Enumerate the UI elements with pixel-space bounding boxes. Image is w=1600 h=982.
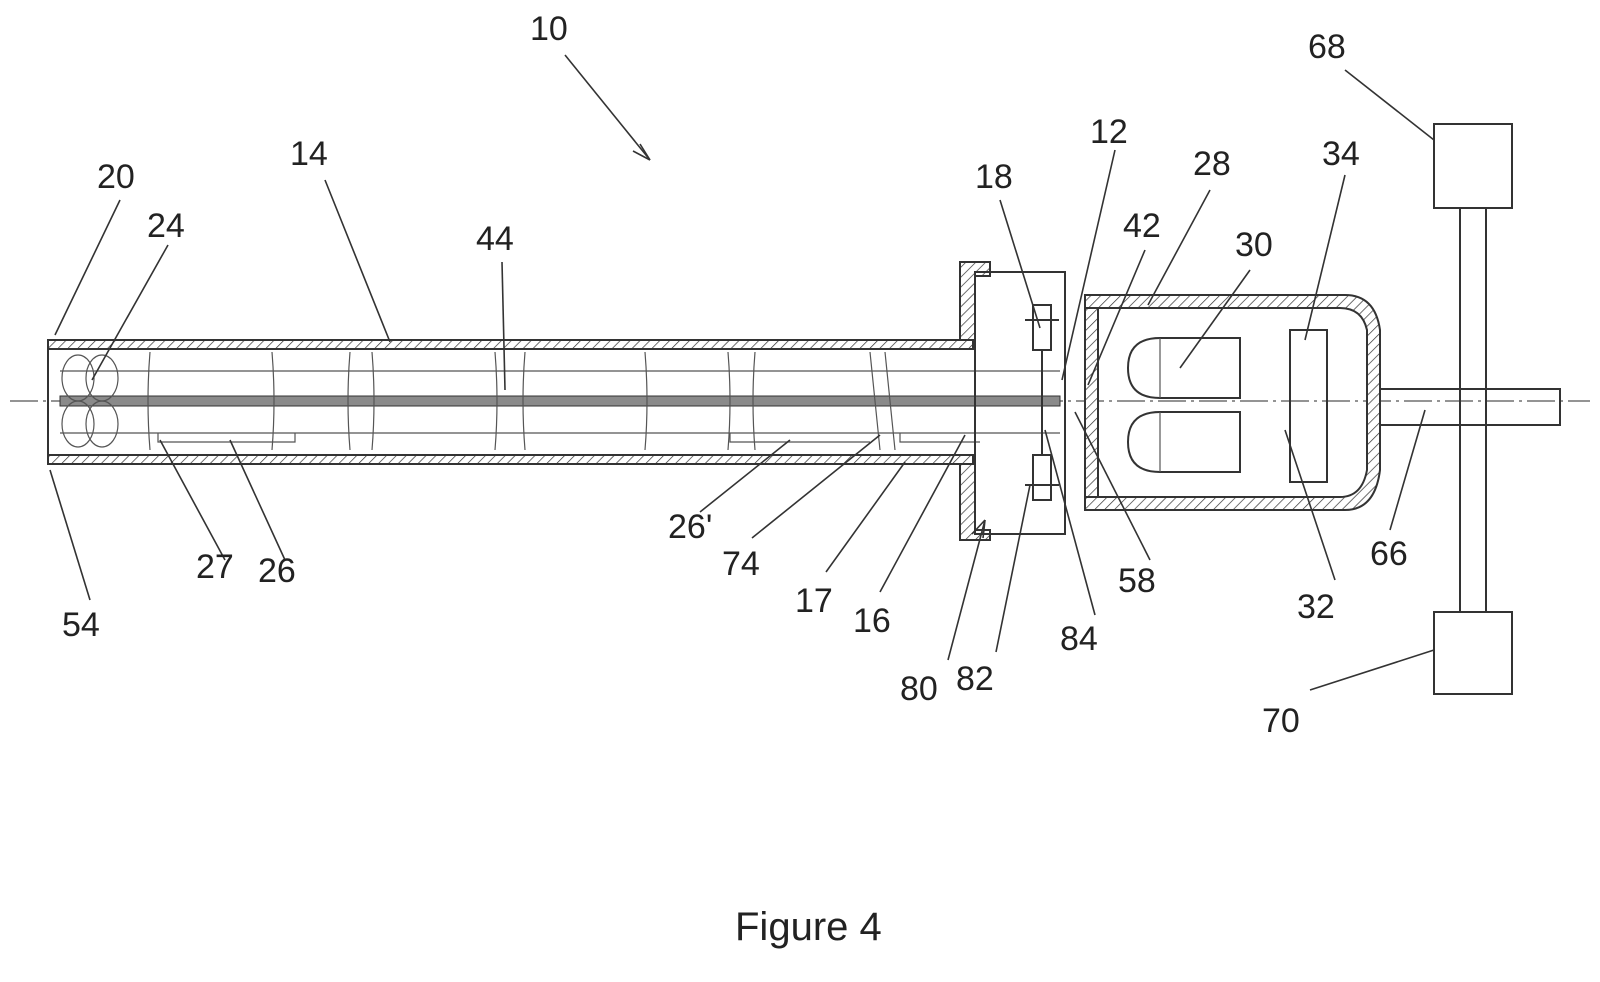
label-27: 27 [196,548,234,586]
piston [1289,329,1328,483]
label-70: 70 [1262,702,1300,740]
drive-rod [1379,388,1561,426]
label-28: 28 [1193,145,1231,183]
label-42: 42 [1123,207,1161,245]
label-12: 12 [1090,113,1128,151]
label-44: 44 [476,220,514,258]
label-58: 58 [1118,562,1156,600]
label-14: 14 [290,135,328,173]
label-18: 18 [975,158,1013,196]
mixing-segments [147,351,980,451]
label-54: 54 [62,606,100,644]
housing [1084,294,1381,511]
label-26: 26 [258,552,296,590]
label-26-prime: 26' [668,508,712,546]
reference-numerals: 10 68 12 34 28 14 18 20 42 30 24 44 26' … [62,10,1408,740]
figure-caption: Figure 4 [735,905,882,949]
cartridges [1126,337,1241,473]
label-74: 74 [722,545,760,583]
label-84: 84 [1060,620,1098,658]
label-32: 32 [1297,588,1335,626]
label-68: 68 [1308,28,1346,66]
label-24: 24 [147,207,185,245]
handle-bar [1433,123,1513,695]
label-10: 10 [530,10,568,48]
label-16: 16 [853,602,891,640]
label-17: 17 [795,582,833,620]
label-66: 66 [1370,535,1408,573]
leader-lines [49,54,1435,691]
inner-shaft [59,370,1061,434]
outer-tube [47,339,974,465]
label-20: 20 [97,158,135,196]
nozzle-elements [61,354,119,448]
coupling-flange [959,261,1066,541]
label-82: 82 [956,660,994,698]
label-34: 34 [1322,135,1360,173]
label-30: 30 [1235,226,1273,264]
label-80: 80 [900,670,938,708]
